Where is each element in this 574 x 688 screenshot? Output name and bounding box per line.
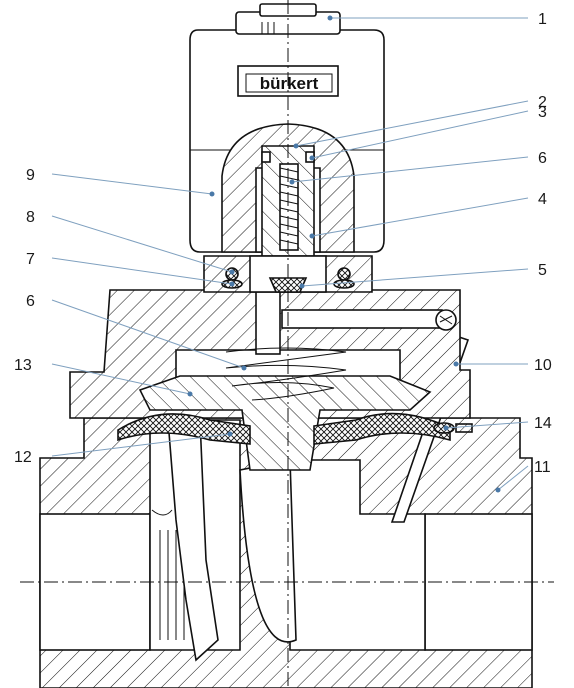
leader-lines [51,15,529,493]
seal-14 [433,422,473,434]
callout-6-top: 6 [538,150,547,167]
callout-12: 12 [14,449,32,466]
callout-10: 10 [534,357,552,374]
callout-14: 14 [534,415,552,432]
valve-body [39,334,533,688]
callout-3: 3 [538,104,547,121]
callout-11: 11 [534,459,551,476]
callout-labels: 1 2 3 6 4 5 9 8 7 6 13 10 14 12 11 [14,11,552,476]
callout-7: 7 [26,251,35,268]
brand-label: bürkert [260,74,319,93]
callout-4: 4 [538,191,547,208]
piston-13 [138,375,432,471]
callout-9: 9 [26,167,35,184]
callout-1: 1 [538,11,547,28]
callout-8: 8 [26,209,35,226]
callout-5: 5 [538,262,547,279]
diaphragm-12 [117,412,451,445]
callout-6-lower: 6 [26,293,35,310]
lower-spring-6 [225,347,347,401]
callout-2: 2 [538,94,547,111]
callout-13: 13 [14,357,32,374]
